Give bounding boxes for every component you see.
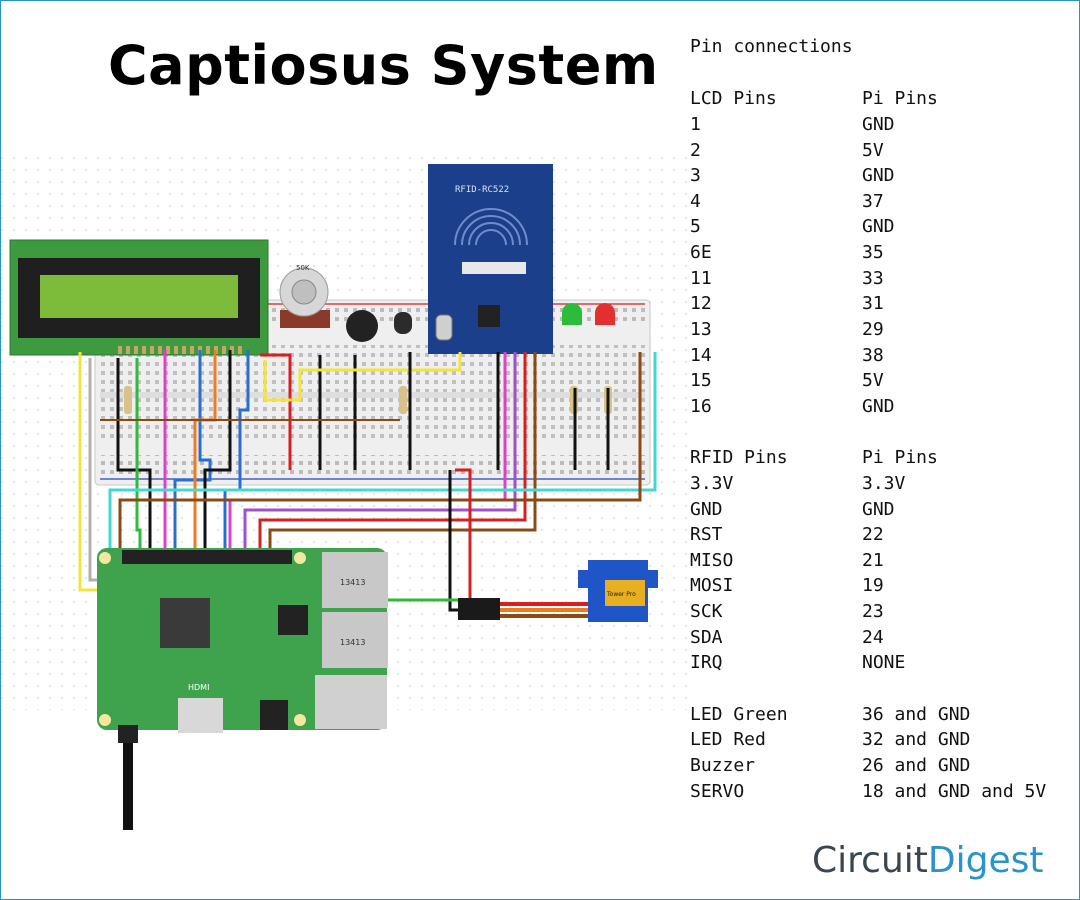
component-name: LED Red <box>690 729 766 750</box>
pi-pin: 22 <box>862 524 884 545</box>
pi-pin: NONE <box>862 652 906 673</box>
lcd-pin: 3 <box>690 165 701 186</box>
pi-pin: 3.3V <box>862 473 906 494</box>
led-red <box>595 303 615 325</box>
lcd-pin: 6E <box>690 242 712 263</box>
rfid-pin: MISO <box>690 550 734 571</box>
pi-pin: 32 and GND <box>862 729 971 750</box>
component-name: SERVO <box>690 781 745 802</box>
pi-pin: 5V <box>862 140 884 161</box>
rfid-pin: GND <box>690 499 723 520</box>
lcd-pin: 1 <box>690 114 701 135</box>
lcd-pin: 13 <box>690 319 712 340</box>
component-name: Buzzer <box>690 755 756 776</box>
usb-label-1: 13413 <box>340 578 365 587</box>
raspberry-pi: 13413 13413 HDMI <box>97 548 388 733</box>
rfid-label: RFID-RC522 <box>455 185 509 195</box>
micro-usb-plug <box>118 725 138 743</box>
pi-pin: 35 <box>862 242 884 263</box>
pi-pin: GND <box>862 216 895 237</box>
lcd-pin: 5 <box>690 216 701 237</box>
pi-pin: GND <box>862 165 895 186</box>
transistor <box>394 312 412 334</box>
pi-pin: 23 <box>862 601 884 622</box>
lcd-pin: 14 <box>690 345 712 366</box>
pi-pin: 5V <box>862 370 884 391</box>
lcd-pin: 11 <box>690 268 712 289</box>
lcd-display <box>9 239 269 356</box>
lcd-pin: 12 <box>690 293 712 314</box>
pi-pin: GND <box>862 114 895 135</box>
pi-pin: 36 and GND <box>862 704 971 725</box>
potentiometer: 50K <box>279 264 330 328</box>
brand-part-2: Digest <box>927 840 1044 881</box>
rfid-pin: SCK <box>690 601 723 622</box>
rfid-pin: MOSI <box>690 575 734 596</box>
resistors <box>124 386 612 414</box>
rfid-pin: RST <box>690 524 723 545</box>
pi-pin: 31 <box>862 293 884 314</box>
servo-motor: Tower Pro <box>458 560 658 622</box>
led-green <box>562 303 582 325</box>
component-name: LED Green <box>690 704 788 725</box>
pi-pin: 38 <box>862 345 884 366</box>
pi-pin: 26 and GND <box>862 755 971 776</box>
servo-label: Tower Pro <box>606 591 636 598</box>
lcd-pin: 15 <box>690 370 712 391</box>
rfid-pins-header: RFID Pins <box>690 447 788 468</box>
pi-pin: 19 <box>862 575 884 596</box>
pi-pin: GND <box>862 396 895 417</box>
lcd-pi-pins-header: Pi Pins <box>862 88 938 109</box>
hdmi-label: HDMI <box>188 683 209 692</box>
pi-pin: 21 <box>862 550 884 571</box>
rfid-pin: SDA <box>690 627 723 648</box>
lcd-pin: 4 <box>690 191 701 212</box>
lcd-pin: 16 <box>690 396 712 417</box>
page-title: Captiosus System <box>108 34 659 97</box>
pi-pin: 24 <box>862 627 884 648</box>
circuitdigest-logo: CircuitDigest <box>812 840 1043 881</box>
pi-pin: 33 <box>862 268 884 289</box>
lcd-pins-header: LCD Pins <box>690 88 777 109</box>
brand-part-1: Circuit <box>812 840 928 881</box>
pi-pin: 18 and GND and 5V <box>862 781 1047 802</box>
rfid-pin: 3.3V <box>690 473 734 494</box>
rfid-pin: IRQ <box>690 652 723 673</box>
pi-pin: 29 <box>862 319 884 340</box>
usb-label-2: 13413 <box>340 638 365 647</box>
pi-pin: 37 <box>862 191 884 212</box>
circuit-diagram: 50K RFID-RC522 <box>0 150 690 830</box>
lcd-pin: 2 <box>690 140 701 161</box>
rfid-pi-pins-header: Pi Pins <box>862 447 938 468</box>
buzzer <box>346 310 378 342</box>
pot-label: 50K <box>296 264 310 272</box>
rfid-module: RFID-RC522 <box>428 164 553 354</box>
pi-pin: GND <box>862 499 895 520</box>
pin-connections-heading: Pin connections <box>690 36 853 57</box>
